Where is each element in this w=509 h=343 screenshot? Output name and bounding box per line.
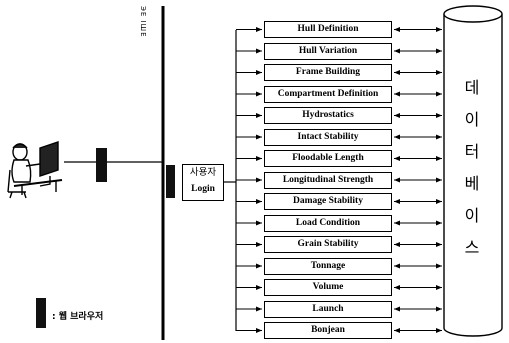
arrowhead [256,70,262,75]
arrowhead [256,199,262,204]
module-box[interactable]: Bonjean [264,322,392,339]
database-cylinder-icon [443,5,503,337]
module-box[interactable]: Launch [264,300,392,318]
arrowhead [256,306,262,312]
arrowhead [436,242,442,247]
arrowhead [256,134,262,140]
module-box[interactable]: Volume [264,279,392,296]
server-label: ЭE IШE [139,6,147,38]
arrowhead [436,306,442,312]
browser-block-icon [96,148,107,182]
legend-browser-icon [36,298,46,328]
arrowhead [436,91,442,97]
arrowhead [394,263,400,269]
arrowhead [436,156,442,161]
arrowhead [256,91,262,97]
module-box[interactable]: Floodable Length [264,150,392,167]
module-box[interactable]: Load Condition [264,214,392,232]
module-box[interactable]: Hydrostatics [264,107,392,124]
arrowhead [256,242,262,247]
arrowhead [394,27,400,32]
module-box[interactable]: Hull Definition [264,21,392,38]
database-char: 데 [464,78,480,97]
module-box[interactable]: Tonnage [264,257,392,275]
arrowhead [256,285,262,290]
module-box[interactable]: Frame Building [264,64,392,81]
legend-text: : 웹 브라우저 [52,312,104,322]
module-box[interactable]: Intact Stability [264,128,392,146]
arrowhead [394,285,400,290]
arrowhead [394,134,400,140]
database-char: 이 [464,206,480,225]
module-box[interactable]: Grain Stability [264,236,392,253]
arrowhead [394,156,400,161]
database-label: 데 이 터 베 이 스 [452,72,492,264]
arrowhead [256,48,262,54]
module-box[interactable]: Longitudinal Strength [264,171,392,189]
arrowhead [436,48,442,54]
arrowhead [256,156,262,161]
arrowhead [394,328,400,333]
arrowhead [394,113,400,118]
login-box[interactable]: 사용자 Login [182,164,224,201]
login-line2: Login [191,184,215,194]
arrowhead [436,134,442,140]
arrowhead [394,70,400,75]
database-char: 스 [464,238,480,257]
arrowhead [436,177,442,183]
arrowhead [256,263,262,269]
login-line1: 사용자 [189,167,217,178]
user-at-computer-icon [7,141,63,199]
arrowhead [256,220,262,226]
arrowhead [256,27,262,32]
arrowhead [256,177,262,183]
arrowhead [436,27,442,32]
database-char: 베 [464,174,480,193]
module-connectors [236,27,442,333]
server-browser-block [166,165,175,198]
arrowhead [394,220,400,226]
arrowhead [436,328,442,333]
arrowhead [394,199,400,204]
arrowhead [256,113,262,118]
arrowhead [256,328,262,333]
arrowhead [394,306,400,312]
arrowhead [436,263,442,269]
database-char: 터 [464,142,480,161]
arrowhead [394,242,400,247]
arrowhead [394,48,400,54]
arrowhead [436,70,442,75]
module-box[interactable]: Damage Stability [264,193,392,210]
arrowhead [436,220,442,226]
module-box[interactable]: Hull Variation [264,42,392,60]
arrowhead [394,91,400,97]
arrowhead [394,177,400,183]
arrowhead [436,113,442,118]
module-box[interactable]: Compartment Definition [264,85,392,103]
database-char: 이 [464,110,480,129]
arrowhead [436,199,442,204]
arrowhead [436,285,442,290]
